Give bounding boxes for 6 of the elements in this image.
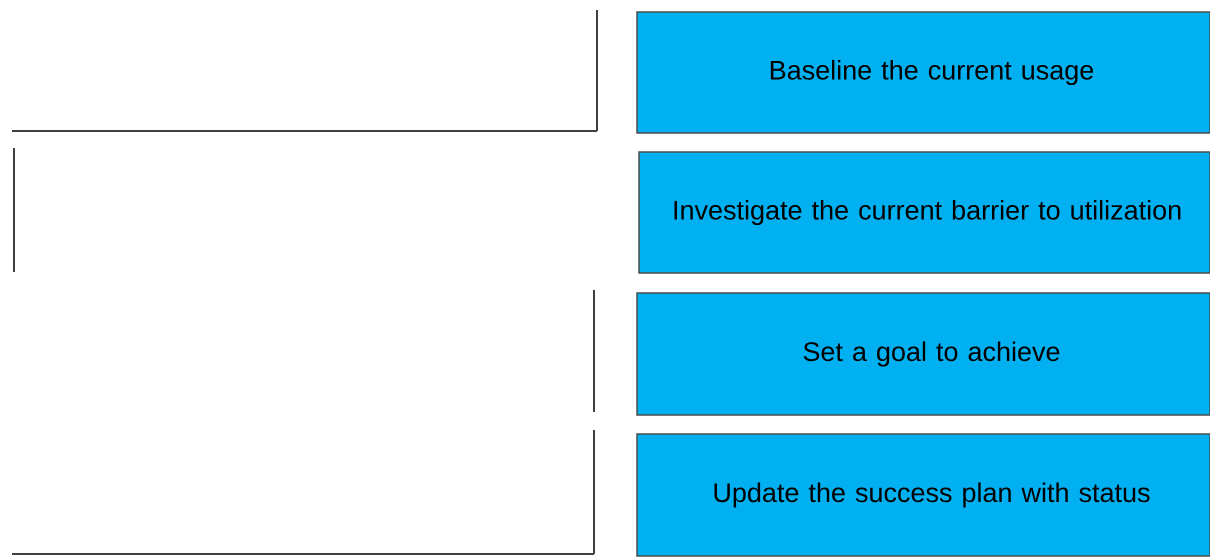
answer-slot bbox=[11, 429, 595, 555]
step-box: Set a goal to achieve bbox=[636, 292, 1210, 416]
step-box: Update the success plan with status bbox=[636, 433, 1210, 557]
step-box: Baseline the current usage bbox=[636, 11, 1210, 134]
step-box: Investigate the current barrier to utilization bbox=[638, 151, 1210, 274]
answer-slot bbox=[11, 9, 598, 132]
